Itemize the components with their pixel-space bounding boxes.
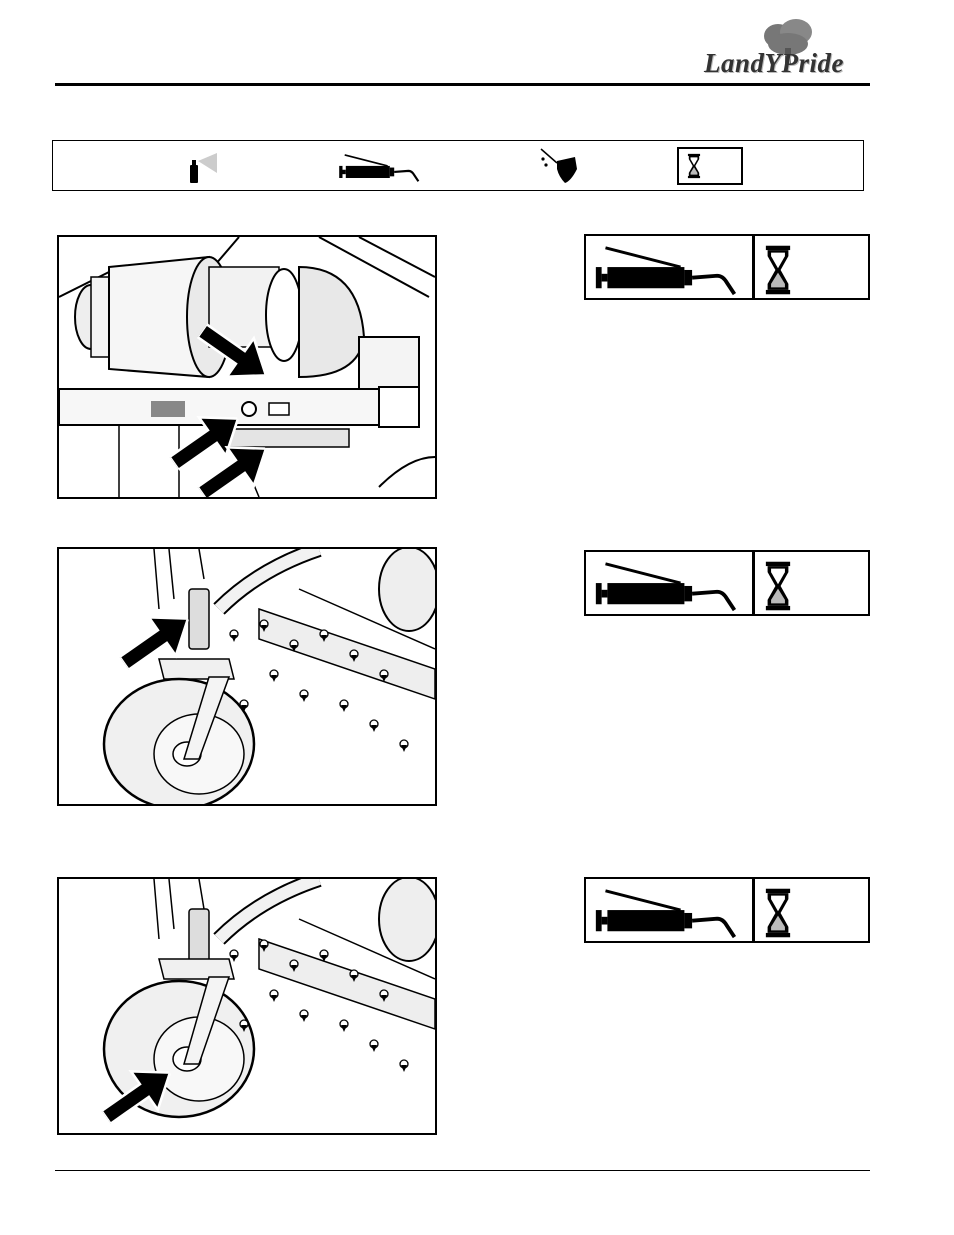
- hourglass-interval-icon: [677, 147, 743, 185]
- footer-rule: [55, 1170, 870, 1171]
- header-rule: [55, 83, 870, 86]
- lubrication-legend: [52, 140, 864, 191]
- aerator-tines: [219, 609, 435, 789]
- grease-gun-icon: [592, 242, 746, 296]
- spray-lubricant-icon: [187, 151, 221, 185]
- land-pride-logo: LandYPride: [700, 18, 872, 82]
- lube-frequency-box-3: [584, 877, 870, 943]
- figure-wheel-pivot-grease-point: [57, 547, 437, 806]
- lube-frequency-box-2: [584, 550, 870, 616]
- hourglass-icon: [760, 244, 796, 296]
- grease-gun-icon: [592, 885, 746, 939]
- figure-wheel-hub-grease-point: [57, 877, 437, 1135]
- figure-gearbox-grease-points: [57, 235, 437, 499]
- aerator-tines: [219, 929, 435, 1109]
- hourglass-icon: [760, 560, 796, 612]
- logo-text: LandYPride: [704, 48, 844, 79]
- hourglass-icon: [760, 887, 796, 939]
- grease-gun-icon: [337, 151, 425, 183]
- oil-can-icon: [537, 147, 581, 185]
- lube-frequency-box-1: [584, 234, 870, 300]
- grease-gun-icon: [592, 558, 746, 612]
